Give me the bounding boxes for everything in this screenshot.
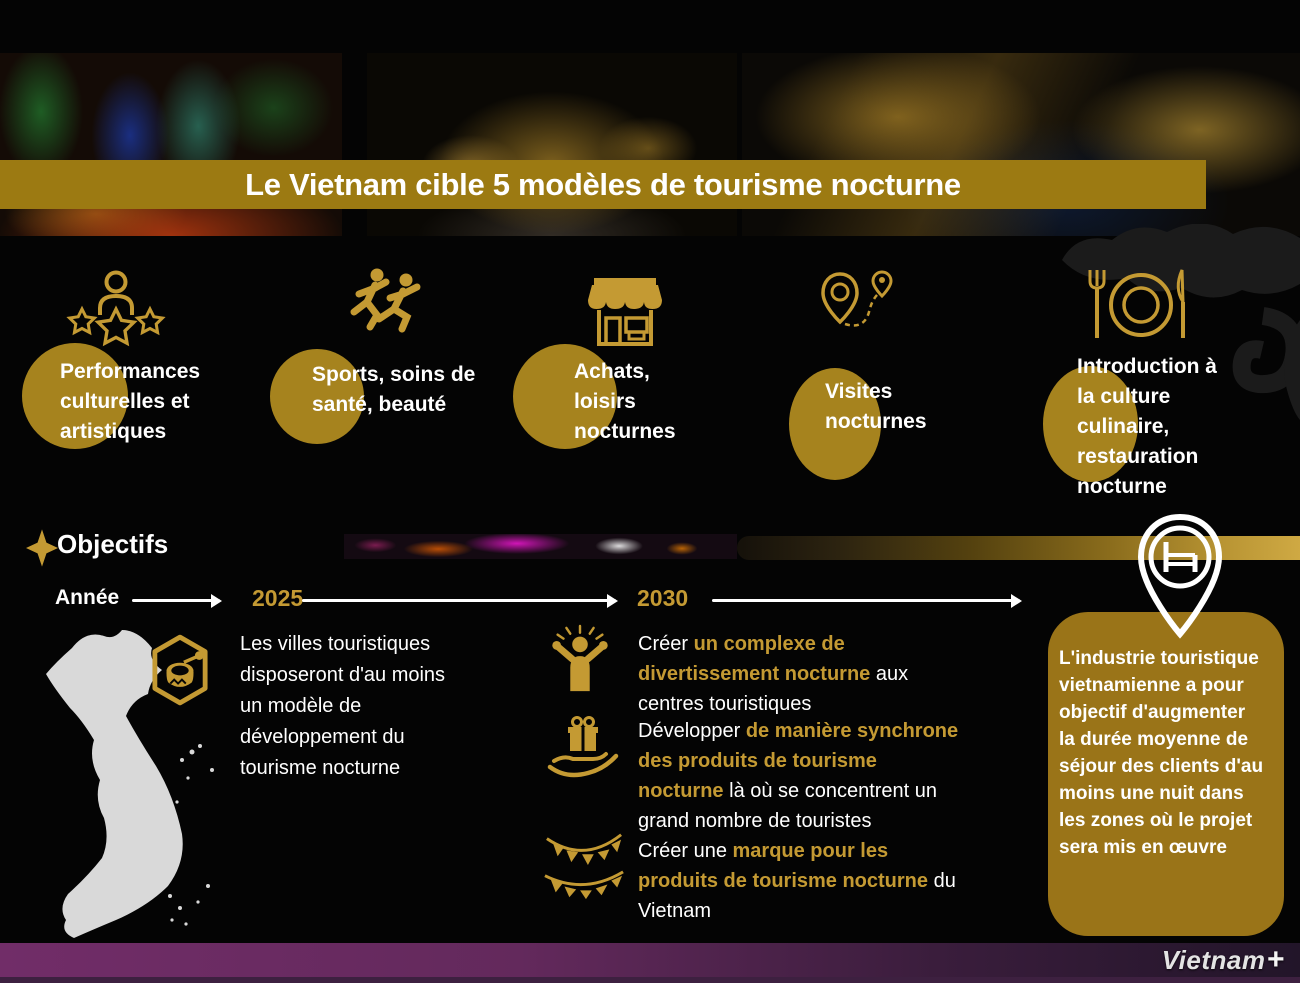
milestone-2030-text-3: Créer une marque pour les produits de to… xyxy=(638,840,956,922)
performer-stars-icon xyxy=(66,270,166,347)
side-note-text: L'industrie touristique vietnamienne a p… xyxy=(1059,648,1264,858)
cheering-person-icon xyxy=(552,624,608,692)
storefront-icon xyxy=(588,278,662,346)
vietnamplus-logo-plus: + xyxy=(1266,943,1284,976)
milestone-2030-text-2: Développer de manière synchrone des prod… xyxy=(638,720,959,832)
model-circle xyxy=(22,343,128,449)
photo-night-lights-strip xyxy=(344,534,737,559)
sparkle-icon xyxy=(26,529,58,567)
vietnamplus-logo: Vietnam xyxy=(1161,944,1266,975)
milestone-2030-text-1: Créer un complexe de divertissement noct… xyxy=(638,633,909,715)
model-circle xyxy=(270,349,364,444)
model-label: Visites nocturnes xyxy=(825,380,927,433)
footer-strip xyxy=(0,977,1300,983)
milestone-2030: 2030 xyxy=(637,585,689,611)
dining-plate-cutlery-icon xyxy=(1088,269,1185,338)
map-route-pins-icon xyxy=(821,270,893,327)
vietnam-map xyxy=(46,630,214,938)
page-title: Le Vietnam cible 5 modèles de tourisme n… xyxy=(245,166,961,202)
milestone-2025: 2025 xyxy=(252,585,304,611)
timeline-arrow xyxy=(712,593,1022,608)
objectives-heading: Objectifs xyxy=(57,529,169,559)
bronze-drum-hexagon-icon xyxy=(152,634,208,706)
title-banner: Le Vietnam cible 5 modèles de tourisme n… xyxy=(0,160,1206,209)
timeline-year-label: Année xyxy=(55,586,120,609)
model-label: Introduction à la culture culinaire, res… xyxy=(1077,355,1217,498)
model-label: Performances culturelles et artistiques xyxy=(60,360,201,443)
model-circle xyxy=(1043,366,1138,482)
milestone-2025-text: Les villes touristiques disposeront d'au… xyxy=(240,633,446,779)
timeline-arrow xyxy=(132,593,222,608)
model-circle xyxy=(789,368,881,480)
model-circle xyxy=(513,344,617,449)
gift-in-hand-icon xyxy=(547,716,619,778)
runners-icon xyxy=(350,268,421,333)
model-label: Sports, soins de santé, beauté xyxy=(312,363,476,416)
footer-bar: Vietnam+ xyxy=(0,943,1300,977)
bunting-flags-icon xyxy=(544,833,624,900)
side-note-panel: L'industrie touristique vietnamienne a p… xyxy=(1048,612,1284,936)
hotel-pin-icon xyxy=(1137,513,1223,639)
cloud-ornament xyxy=(1062,224,1300,420)
timeline-arrow xyxy=(302,593,618,608)
model-label: Achats, loisirs nocturnes xyxy=(574,360,676,443)
